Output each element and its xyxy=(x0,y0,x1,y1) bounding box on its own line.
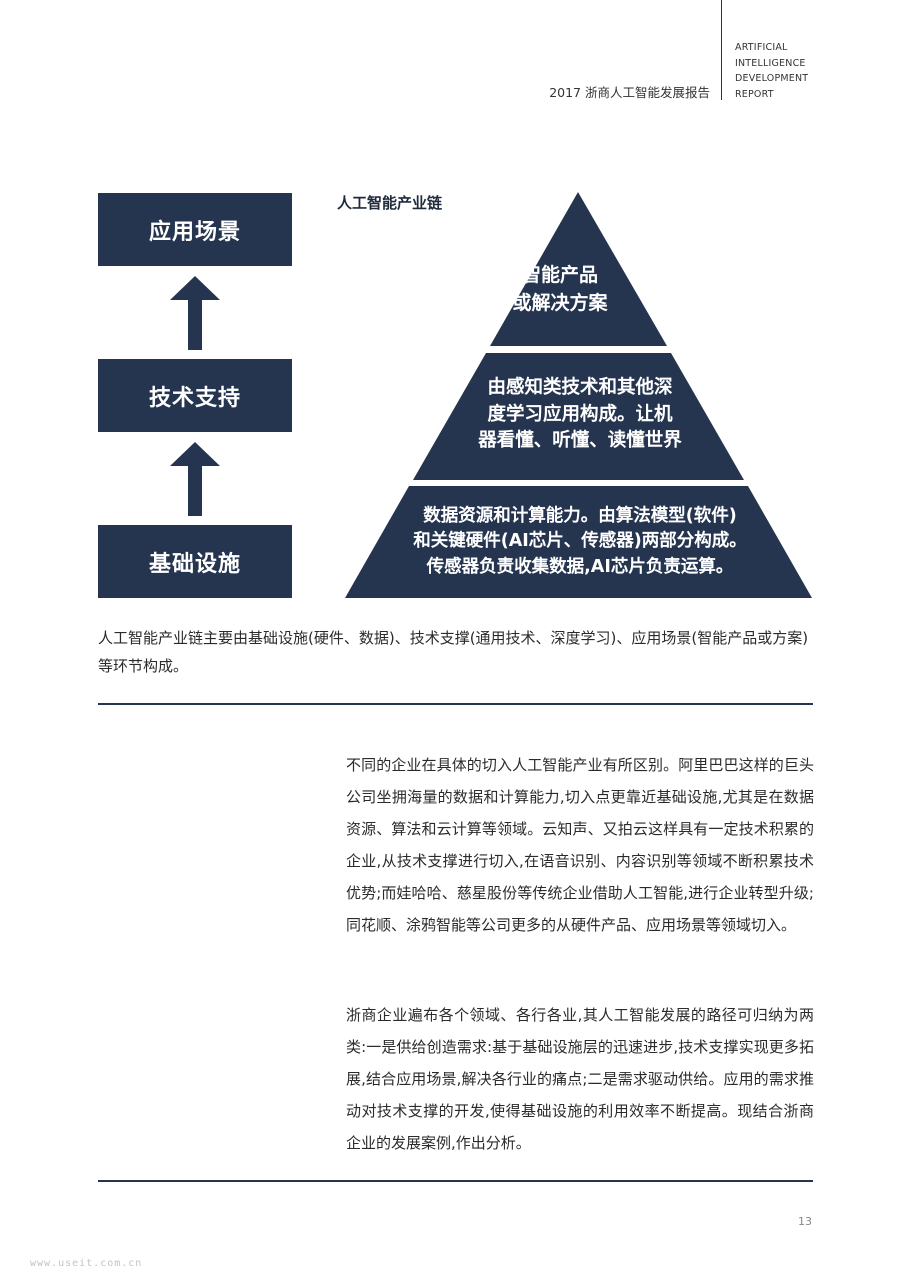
pyramid-middle-layer xyxy=(413,353,744,480)
report-title: 2017 浙商人工智能发展报告 xyxy=(549,85,710,100)
pyramid-bottom-line: 数据资源和计算能力。由算法模型(软件) xyxy=(423,505,737,526)
box-technical-support: 技术支持 xyxy=(98,359,292,432)
report-title-en-line: INTELLIGENCE xyxy=(735,57,806,69)
watermark: www.useit.com.cn xyxy=(30,1258,143,1269)
page-number: 13 xyxy=(798,1215,812,1228)
section-divider xyxy=(98,1180,813,1182)
box-infrastructure: 基础设施 xyxy=(98,525,292,598)
box-application-scenario: 应用场景 xyxy=(98,193,292,266)
body-paragraph: 不同的企业在具体的切入人工智能产业有所区别。阿里巴巴这样的巨头公司坐拥海量的数据… xyxy=(346,756,814,934)
pyramid-middle-line: 器看懂、听懂、读懂世界 xyxy=(478,430,682,452)
pyramid-top-line: 智能产品 xyxy=(521,264,598,287)
pyramid-top-layer xyxy=(490,192,667,346)
pyramid-bottom-text: 数据资源和计算能力。由算法模型(软件) 和关键硬件(AI芯片、传感器)两部分构成… xyxy=(360,494,800,590)
report-title-en: ARTIFICIAL INTELLIGENCE DEVELOPMENT REPO… xyxy=(735,40,808,102)
pyramid-middle-line: 由感知类技术和其他深 xyxy=(487,376,673,398)
pyramid-bottom-layer xyxy=(345,486,812,598)
up-arrow-icon xyxy=(170,442,220,516)
pyramid-top-text: 智能产品 或解决方案 xyxy=(480,256,640,324)
body-paragraph: 浙商企业遍布各个领域、各行各业,其人工智能发展的路径可归纳为两类:一是供给创造需… xyxy=(346,1006,814,1152)
pyramid-diagram xyxy=(345,192,812,598)
report-title-en-line: ARTIFICIAL xyxy=(735,42,788,53)
chain-title: 人工智能产业链 xyxy=(337,194,443,212)
pyramid-middle-line: 度学习应用构成。让机 xyxy=(487,403,673,425)
section-divider xyxy=(98,703,813,705)
pyramid-top-line: 或解决方案 xyxy=(512,292,608,314)
pyramid-bottom-line: 传感器负责收集数据,AI芯片负责运算。 xyxy=(426,556,734,577)
report-title-en-line: REPORT xyxy=(735,88,774,100)
up-arrow-icon xyxy=(170,276,220,350)
pyramid-middle-text: 由感知类技术和其他深 度学习应用构成。让机 器看懂、听懂、读懂世界 xyxy=(460,366,700,464)
diagram-caption: 人工智能产业链主要由基础设施(硬件、数据)、技术支撑(通用技术、深度学习)、应用… xyxy=(98,629,809,675)
pyramid-bottom-line: 和关键硬件(AI芯片、传感器)两部分构成。 xyxy=(413,531,747,552)
report-title-en-line: DEVELOPMENT xyxy=(735,73,809,84)
header-divider xyxy=(721,0,722,100)
